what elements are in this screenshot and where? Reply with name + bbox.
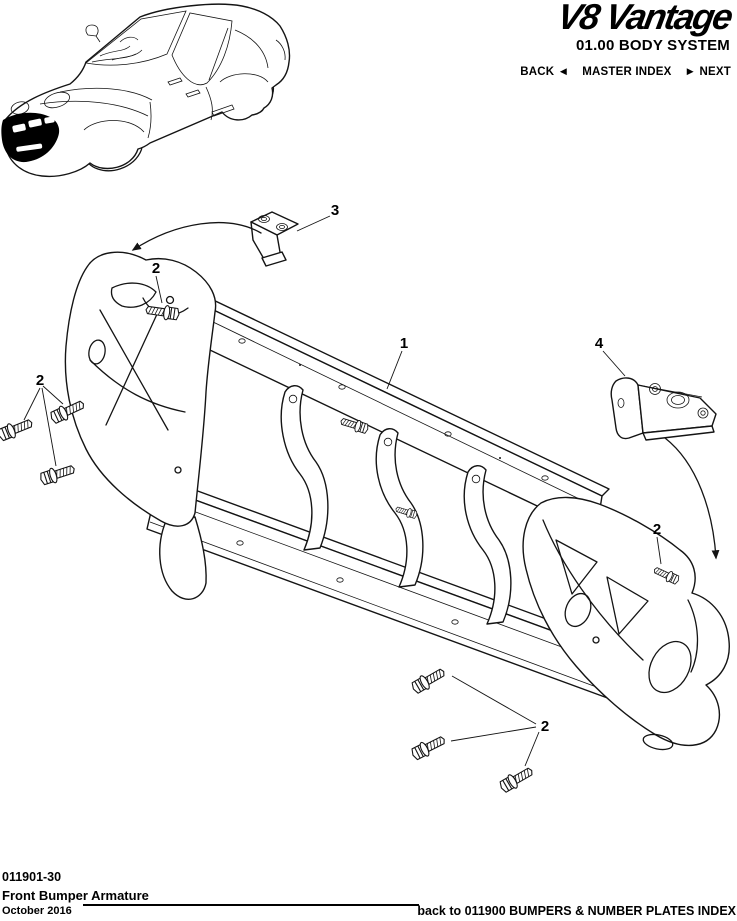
nav-master-index-link[interactable]: MASTER INDEX xyxy=(582,66,672,78)
section-title: 01.00 BODY SYSTEM xyxy=(575,37,730,54)
nav-next-link[interactable]: ► NEXT xyxy=(684,66,731,78)
bolt-icon xyxy=(395,506,418,519)
leader-line xyxy=(450,726,537,742)
bolt-icon xyxy=(411,736,445,761)
bolt-icon xyxy=(40,465,75,486)
callout-number: 2 xyxy=(152,260,160,277)
callout-number: 3 xyxy=(331,202,339,219)
fastener-bolts xyxy=(0,305,680,793)
bolt-icon xyxy=(340,418,369,434)
leader-line xyxy=(451,675,537,725)
bolt-icon xyxy=(145,305,180,321)
left-tower xyxy=(64,251,217,600)
armature-assembly xyxy=(64,251,730,751)
leader-line xyxy=(656,536,662,565)
bracket-part-4 xyxy=(610,377,717,441)
callout-leader-lines xyxy=(23,215,662,767)
leader-line xyxy=(41,387,57,467)
back-to-index-link[interactable]: back to 011900 BUMPERS & NUMBER PLATES I… xyxy=(417,904,736,918)
leader-line xyxy=(155,275,163,304)
revision-date: October 2016 xyxy=(2,905,72,917)
callout-number: 2 xyxy=(541,718,549,735)
car-locator-thumbnail xyxy=(1,3,291,178)
assembly-arrows xyxy=(131,222,720,560)
nav-back-link[interactable]: BACK ◄ xyxy=(520,66,570,78)
document-title: Front Bumper Armature xyxy=(2,888,149,903)
bracket-part-3 xyxy=(250,211,299,267)
callout-number: 4 xyxy=(595,335,604,352)
callout-number: 1 xyxy=(400,335,408,352)
callout-number: 2 xyxy=(653,521,661,538)
leader-line xyxy=(386,350,403,390)
leader-line xyxy=(23,387,41,421)
callout-numbers: 3 2 1 4 2 2 2 xyxy=(36,202,661,735)
leader-line xyxy=(602,350,626,377)
right-tower xyxy=(522,496,730,751)
leader-line xyxy=(296,215,331,232)
leader-line xyxy=(524,731,540,767)
callout-number: 2 xyxy=(36,372,44,389)
page-navigation: BACK ◄ MASTER INDEX ► NEXT xyxy=(520,66,731,78)
document-number: 011901-30 xyxy=(2,870,62,884)
leader-line xyxy=(42,385,64,405)
bolt-icon xyxy=(50,400,84,424)
bolt-icon xyxy=(654,567,680,585)
back-arrow-icon: ◄ xyxy=(557,66,570,78)
bolt-icon xyxy=(0,419,33,442)
next-arrow-icon: ► xyxy=(684,66,697,78)
bolt-icon xyxy=(499,767,533,793)
footer-divider xyxy=(83,904,419,906)
highlighted-bumper-region xyxy=(1,112,60,163)
bolt-icon xyxy=(411,668,445,694)
